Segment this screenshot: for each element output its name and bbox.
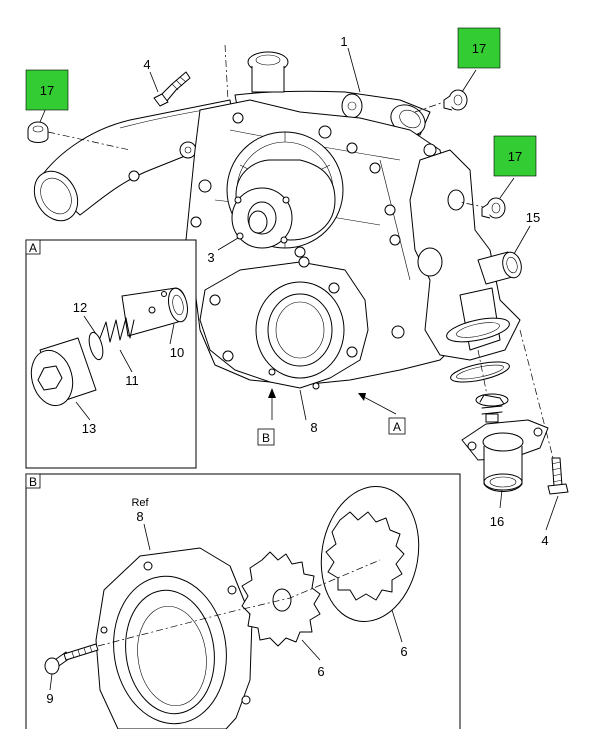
callout-1: 1: [340, 34, 347, 49]
callout-6-left: 6: [317, 664, 324, 679]
detail-panel-a: A 12 10 11 13: [25, 239, 197, 469]
callout-leaders-main: [39, 47, 559, 531]
valve-plunger: [121, 287, 188, 337]
callout-8-ref: 8: [136, 509, 143, 524]
callout-10: 10: [170, 345, 184, 360]
bolt-4-right: [547, 457, 569, 495]
leader-bolt-16: [519, 329, 561, 486]
gasket: [450, 361, 510, 383]
bolt-9: [44, 643, 99, 675]
callout-4-top: 4: [143, 57, 150, 72]
highlight-rect: [493, 135, 537, 177]
callout-11: 11: [125, 373, 139, 388]
valve-plug: [30, 337, 97, 407]
highlight-box-2: 17: [457, 27, 501, 69]
callout-9: 9: [46, 691, 53, 706]
panel-b-letter: B: [29, 475, 37, 489]
view-label-b-arrow: B: [257, 428, 275, 446]
highlight-label: 17: [508, 149, 522, 164]
oil-pump-cover-plate: [95, 547, 253, 729]
callout-4-right: 4: [541, 533, 548, 548]
callout-6-right: 6: [400, 644, 407, 659]
plug-17-right: [481, 197, 506, 219]
view-arrow-b: [268, 388, 276, 420]
water-pump-assembly: [27, 44, 569, 495]
panel-b-centerline: [97, 559, 381, 647]
highlight-label: 17: [40, 83, 54, 98]
callout-8-main: 8: [310, 420, 317, 435]
view-label-a-arrow: A: [388, 417, 406, 435]
bolt-4-top: [153, 71, 191, 107]
thermostat: [475, 393, 509, 423]
view-letter: A: [393, 420, 401, 434]
leader-bolt-top: [224, 44, 229, 101]
callout-13: 13: [82, 421, 96, 436]
pump-hub: [226, 131, 344, 249]
view-arrow-a: [358, 393, 397, 415]
view-letter: B: [262, 431, 270, 445]
valve-spring: [99, 317, 135, 343]
leader-plug-left: [47, 131, 131, 151]
callout-15: 15: [526, 210, 540, 225]
plug-17-left: [27, 121, 49, 143]
oil-pump-plate: [199, 256, 369, 390]
inner-gear: [241, 551, 321, 647]
highlight-box-3: 17: [493, 135, 537, 177]
valve-washer: [88, 331, 104, 361]
highlight-label: 17: [472, 41, 486, 56]
callout-16: 16: [490, 514, 504, 529]
outer-gear-ring: [320, 486, 420, 622]
highlight-box-1: 17: [25, 69, 69, 111]
thermostat-cover: [461, 419, 549, 492]
panel-a-letter: A: [29, 241, 37, 255]
thermostat-housing: [409, 149, 522, 361]
detail-panel-b: B: [25, 473, 461, 729]
ref-label: Ref: [131, 497, 149, 509]
leader-thermostat: [477, 349, 489, 401]
callout-3: 3: [207, 250, 214, 265]
highlight-rect: [25, 69, 69, 111]
callout-12: 12: [73, 300, 87, 315]
plug-17-top-right: [443, 89, 468, 111]
highlight-rect: [457, 27, 501, 69]
